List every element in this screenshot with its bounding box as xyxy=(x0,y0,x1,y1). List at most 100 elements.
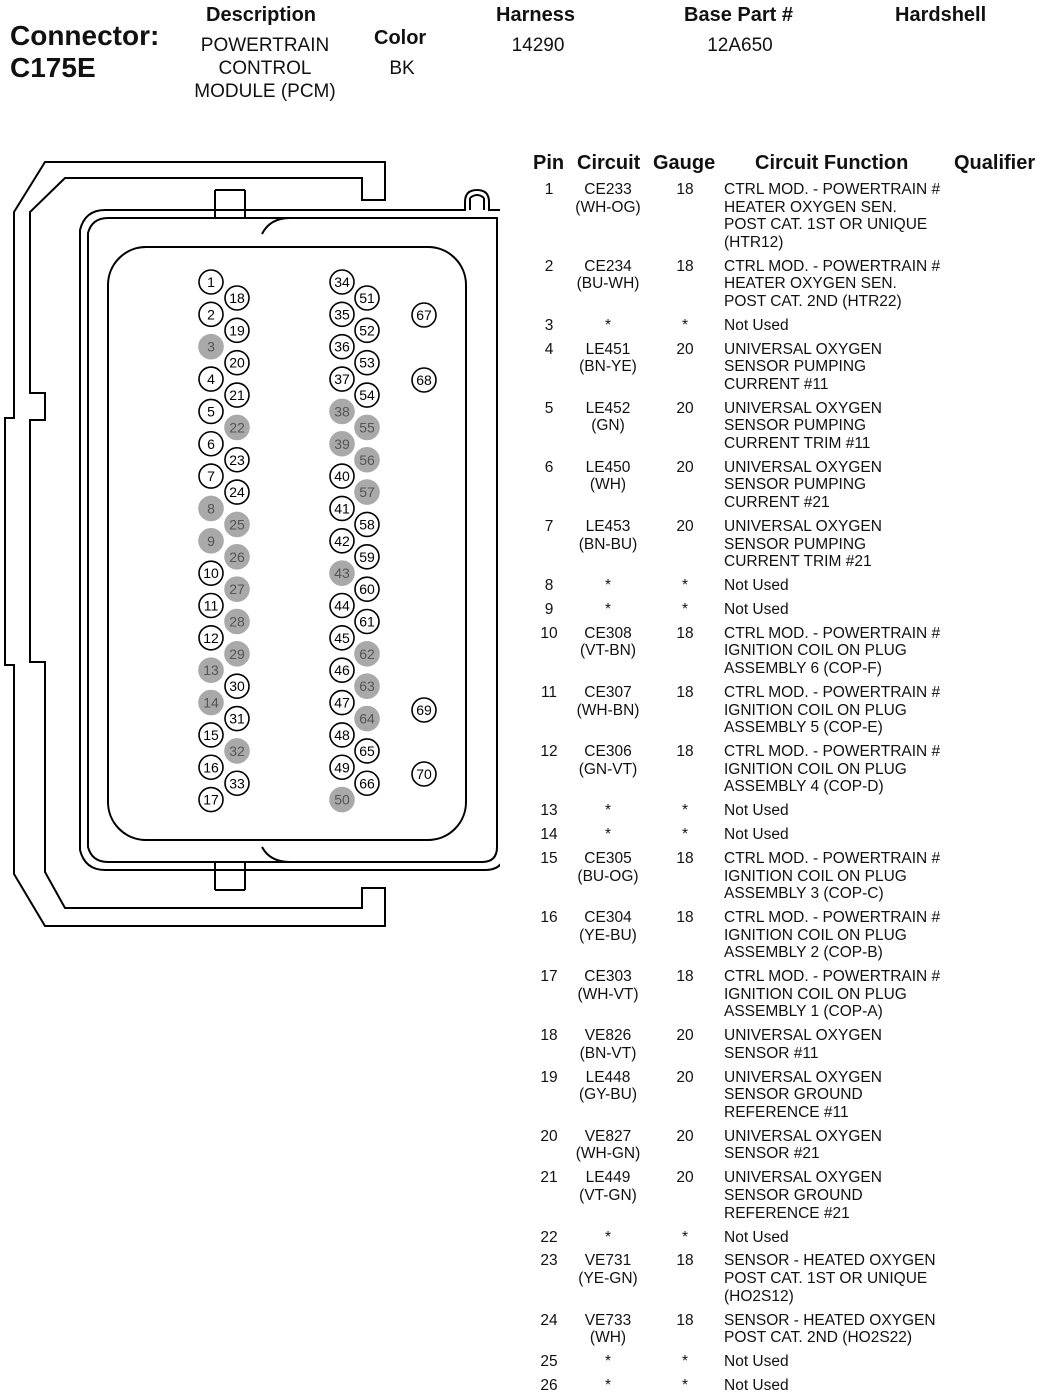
circuit-line: * xyxy=(604,1376,612,1394)
pin-number: 24 xyxy=(540,1311,558,1329)
pin-number: 5 xyxy=(544,399,554,417)
gauge-cell: 20 xyxy=(676,399,694,417)
pin-circle xyxy=(224,608,250,635)
pin-circle xyxy=(198,398,224,425)
connector-pin: 29 xyxy=(224,641,250,667)
function-line: CTRL MOD. - POWERTRAIN # xyxy=(724,968,941,986)
pin-number: 13 xyxy=(540,802,558,820)
circuit-line: (WH) xyxy=(589,1329,627,1347)
function-line: Not Used xyxy=(724,577,789,595)
function-line: CTRL MOD. - POWERTRAIN # xyxy=(724,850,941,867)
gauge-cell: * xyxy=(681,601,689,618)
function-line: IGNITION COIL ON PLUG xyxy=(724,642,907,660)
function-line: UNIVERSAL OXYGEN xyxy=(724,1027,882,1045)
function-line: Not Used xyxy=(724,826,789,844)
circuit-line: (BN-YE) xyxy=(579,358,637,376)
connector-pin: 33 xyxy=(224,770,250,797)
connector-pin: 37 xyxy=(329,366,355,392)
connector-pin: 62 xyxy=(354,641,380,667)
pin-number: 11 xyxy=(540,684,558,701)
circuit-line: VE733 xyxy=(584,1311,632,1329)
gauge-cell: * xyxy=(681,1228,689,1246)
circuit-line: * xyxy=(604,826,612,844)
circuit-cell: CE303(WH-VT) xyxy=(568,968,648,1003)
pin-label: 17 xyxy=(203,792,219,808)
connector-pin: 40 xyxy=(329,463,355,489)
connector-face-diagram: 1234567891011121314151617181920212223242… xyxy=(4,161,500,927)
function-line: CTRL MOD. - POWERTRAIN # xyxy=(724,909,941,927)
function-line: SENSOR PUMPING xyxy=(724,417,867,435)
pin-circle xyxy=(224,705,250,732)
gauge-cell: 18 xyxy=(676,743,694,761)
connector-name: C175E xyxy=(10,52,96,83)
pin-circle xyxy=(329,398,355,425)
gauge-cell: 18 xyxy=(676,1252,694,1270)
gauge-cell: 18 xyxy=(676,1311,694,1329)
connector-pin: 10 xyxy=(198,560,224,586)
pin-circle xyxy=(198,463,224,489)
pin-circle xyxy=(411,367,437,393)
connector-pin: 17 xyxy=(198,786,224,813)
circuit-cell: * xyxy=(568,1229,648,1247)
connector-pin: 19 xyxy=(224,317,250,344)
gauge-cell: 20 xyxy=(676,458,694,476)
pin-label: 25 xyxy=(229,516,245,532)
function-line: POST CAT. 2ND (HO2S22) xyxy=(724,1329,913,1347)
circuit-cell: VE826(BN-VT) xyxy=(568,1027,648,1062)
connector-pin: 55 xyxy=(354,414,380,441)
connector-pin: 30 xyxy=(224,673,250,700)
gauge-cell: 20 xyxy=(676,1169,694,1187)
pin-label: 54 xyxy=(359,387,375,403)
pin-circle xyxy=(198,430,224,457)
connector-pin: 54 xyxy=(354,382,380,408)
pin-circle xyxy=(329,625,355,651)
pin-number: 8 xyxy=(544,577,554,595)
gauge-cell: 18 xyxy=(676,968,694,986)
pin-circle xyxy=(329,592,355,619)
gauge-cell: * xyxy=(681,1376,689,1394)
connector-pin: 38 xyxy=(329,398,355,425)
pin-label: 23 xyxy=(229,452,245,468)
pin-number: 25 xyxy=(540,1353,558,1370)
pin-label: 27 xyxy=(229,581,245,597)
circuit-line: * xyxy=(604,316,612,334)
circuit-cell: LE450(WH) xyxy=(568,459,648,494)
pin-label: 5 xyxy=(207,403,215,419)
function-line: SENSOR PUMPING xyxy=(724,535,867,553)
connector-pin: 66 xyxy=(354,770,380,797)
function-line: HEATER OXYGEN SEN. xyxy=(724,198,897,216)
connector-pin: 70 xyxy=(411,761,437,787)
connector-pin: 68 xyxy=(411,367,437,393)
function-line: Not Used xyxy=(724,1376,789,1394)
pin-number: 2 xyxy=(544,257,554,275)
function-line: Not Used xyxy=(724,802,789,820)
function-line: Not Used xyxy=(724,601,789,618)
pin-number: 10 xyxy=(540,624,558,642)
pin-label: 30 xyxy=(229,678,245,694)
pin-circle xyxy=(354,414,380,441)
pin-label: 22 xyxy=(229,419,245,435)
pin-label: 65 xyxy=(359,743,375,759)
function-line: IGNITION COIL ON PLUG xyxy=(724,701,907,719)
function-line: POST CAT. 1ST OR UNIQUE xyxy=(724,1269,928,1287)
gauge-cell: 18 xyxy=(676,181,694,198)
pin-circle xyxy=(224,285,250,311)
circuit-cell: CE233(WH-OG) xyxy=(568,181,648,216)
function-line: CURRENT TRIM #11 xyxy=(724,434,871,452)
circuit-cell: LE448(GY-BU) xyxy=(568,1069,648,1104)
circuit-line: (VT-GN) xyxy=(579,1186,637,1204)
circuit-line: * xyxy=(604,1228,612,1246)
connector-pin: 2 xyxy=(198,301,224,328)
pin-label: 31 xyxy=(229,711,245,727)
pin-circle xyxy=(224,317,250,344)
function-line: Not Used xyxy=(724,316,789,334)
connector-pin: 14 xyxy=(198,689,224,716)
connector-pin: 58 xyxy=(354,511,380,538)
circuit-function-cell: Not Used xyxy=(724,601,954,619)
circuit-line: (VT-BN) xyxy=(580,642,636,660)
gauge-cell: * xyxy=(681,802,689,820)
connector-pin: 20 xyxy=(224,349,250,376)
